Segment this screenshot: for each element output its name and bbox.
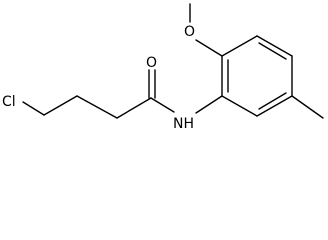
structure-canvas: Cl O O NH [2,3,324,132]
bond-ring-ch3 [291,95,324,119]
atom-label-chlorine: Cl [2,94,16,110]
bond-ring-c3-c4 [256,35,293,57]
bond-carbonyl-n [150,97,175,113]
atom-label-methoxy-oxygen: O [184,24,195,40]
atom-label-amide-nitrogen: NH [173,116,194,132]
bond-ring-c6-c1 [221,95,258,117]
bond-n-ring [195,95,223,114]
atom-label-carbonyl-oxygen: O [146,55,157,71]
bond-ring-inner-2 [258,42,287,60]
bond-c2-c3 [76,95,118,119]
bond-ring-o-methoxy [195,39,223,57]
chemical-structure-diagram: Cl O O NH [2,3,324,132]
bond-ring-c2-c3 [221,35,258,57]
bond-ring-inner-3 [258,92,287,110]
bond-ring-c5-c6 [256,95,293,117]
bond-c1-c2 [43,95,78,116]
bond-c3-carbonyl [116,97,152,119]
bond-cl-c1 [22,101,45,116]
